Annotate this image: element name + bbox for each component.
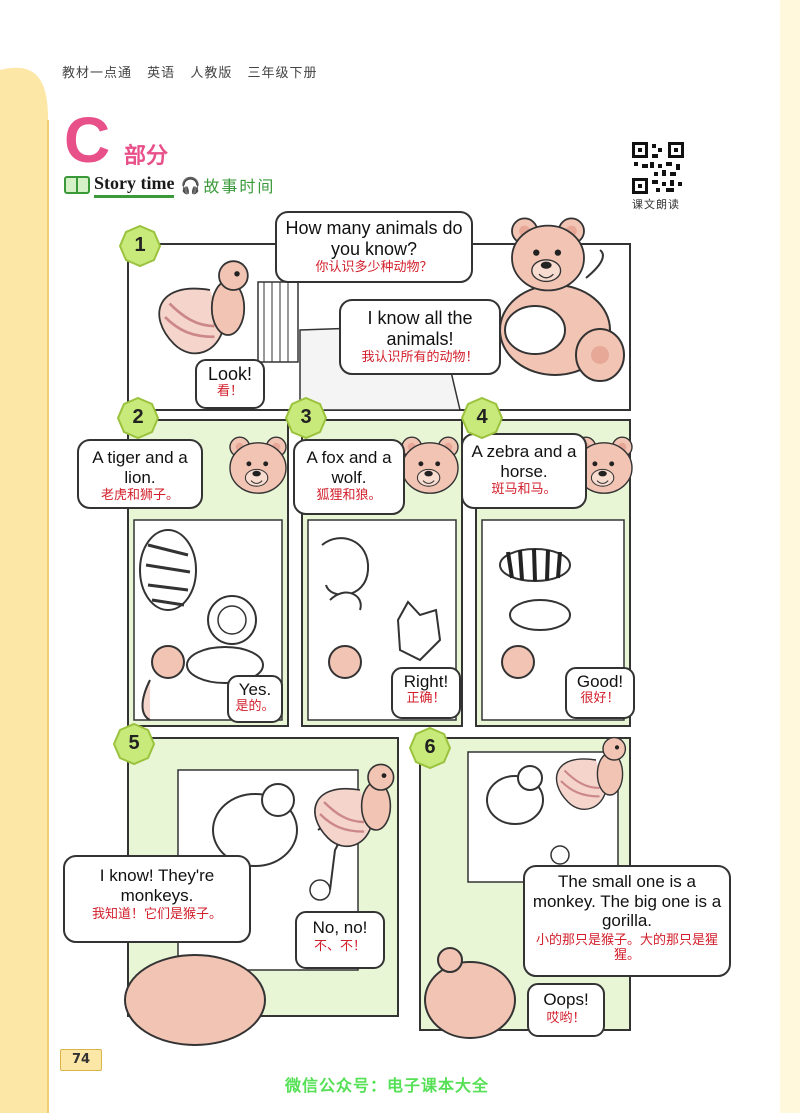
header-edition: 人教版 [190, 66, 233, 81]
panel-number-6: 6 [424, 736, 436, 758]
bubble-chinese: 老虎和狮子。 [100, 488, 179, 504]
bubble-english: Right! [403, 672, 449, 691]
bubble-chinese: 狐狸和狼。 [316, 488, 382, 504]
header-subject: 英语 [147, 66, 176, 81]
bubble-chinese: 你认识多少种动物？ [315, 260, 433, 276]
bubble-english: How many animals do you know? [285, 218, 463, 259]
story-time-heading: Story time 🎧 故事时间 [64, 173, 276, 198]
qr-label: 课文朗读 [632, 198, 680, 211]
speech-bubble: Good! 很好！ [566, 672, 634, 706]
book-icon [64, 176, 90, 194]
page-number: 74 [60, 1049, 102, 1071]
panel-number-3: 3 [300, 406, 312, 428]
speech-bubble: A tiger and a lion. 老虎和狮子。 [80, 448, 200, 504]
panel-number-1: 1 [134, 234, 146, 256]
panel-number-5: 5 [128, 732, 140, 754]
bubble-english: The small one is a monkey. The big one i… [532, 872, 722, 931]
bubble-chinese: 我认识所有的动物！ [361, 350, 479, 366]
speech-bubble: Oops! 哎哟！ [528, 990, 604, 1026]
headphones-icon[interactable]: 🎧 [180, 175, 201, 195]
speech-bubble: No, no! 不、不！ [296, 918, 384, 954]
bubble-english: I know! They're monkeys. [99, 866, 215, 905]
speech-bubble: A zebra and a horse. 斑马和马。 [464, 442, 584, 498]
section-letter: C [64, 104, 111, 176]
speech-bubble: A fox and a wolf. 狐狸和狼。 [296, 448, 402, 504]
qr-code[interactable] [632, 142, 684, 194]
speech-bubble: The small one is a monkey. The big one i… [532, 872, 722, 964]
speech-bubble: Yes. 是的。 [228, 680, 282, 714]
speech-bubble: I know all the animals! 我认识所有的动物！ [344, 308, 496, 366]
bubble-english: No, no! [312, 918, 368, 937]
book-header: 教材一点通 英语 人教版 三年级下册 [62, 62, 327, 81]
section-title: 部分 [124, 144, 169, 169]
bubble-chinese: 看！ [216, 383, 243, 399]
speech-bubble: I know! They're monkeys. 我知道！它们是猴子。 [70, 866, 244, 923]
bubble-english: I know all the animals! [367, 308, 473, 349]
speech-bubble: Right! 正确！ [392, 672, 460, 706]
bubble-english: A zebra and a horse. [471, 442, 577, 481]
bubble-chinese: 很好！ [580, 690, 620, 706]
panel-number-4: 4 [476, 406, 488, 428]
story-time-cn: 故事时间 [203, 177, 276, 196]
story-time-label: Story time [94, 173, 175, 198]
bubble-english: A fox and a wolf. [306, 448, 392, 487]
bubble-english: Look! [207, 364, 253, 384]
bubble-chinese: 不、不！ [313, 938, 366, 954]
watermark: 微信公众号：电子课本大全 [285, 1076, 490, 1095]
bubble-english: Yes. [238, 680, 272, 699]
speech-bubble: Look! 看！ [196, 364, 264, 400]
panel-number-2: 2 [132, 406, 144, 428]
bubble-chinese: 是的。 [235, 698, 275, 714]
bubble-chinese: 小的那只是猴子。大的那只是猩猩。 [535, 932, 718, 963]
bubble-english: A tiger and a lion. [92, 448, 188, 487]
bubble-chinese: 斑马和马。 [491, 482, 557, 498]
bubble-chinese: 正确！ [406, 690, 446, 706]
bubble-english: Oops! [543, 990, 589, 1009]
speech-bubble: How many animals do you know? 你认识多少种动物？ [276, 218, 472, 276]
header-series: 教材一点通 [62, 66, 133, 81]
bubble-english: Good! [576, 672, 624, 691]
bubble-chinese: 哎哟！ [546, 1010, 586, 1026]
header-grade: 三年级下册 [247, 66, 318, 81]
bubble-chinese: 我知道！它们是猴子。 [91, 907, 222, 923]
